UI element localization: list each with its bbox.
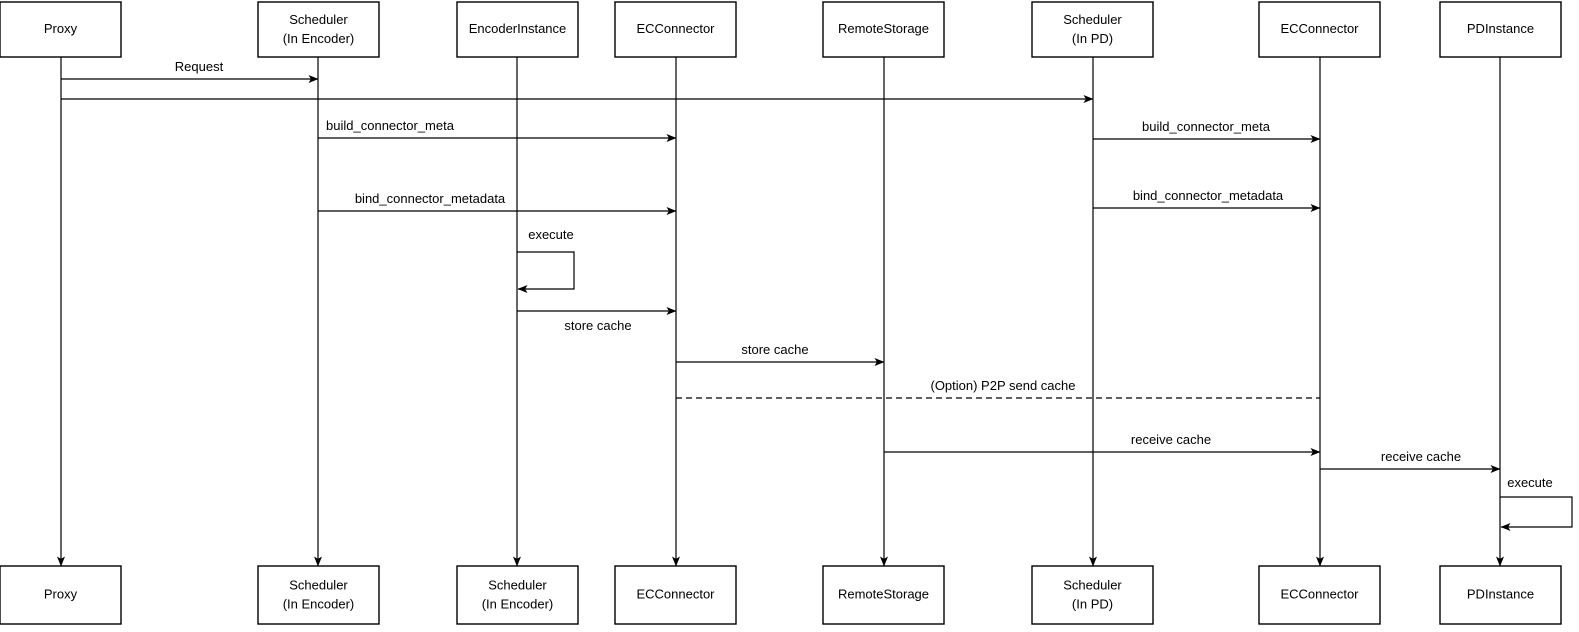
message-m4[interactable]: build_connector_meta [1093, 119, 1321, 143]
participant-box-frame [257, 1, 380, 58]
message-m3[interactable]: build_connector_meta [318, 118, 677, 142]
message-label: receive cache [1381, 449, 1461, 464]
message-label: receive cache [1131, 432, 1211, 447]
participant-box-frame [0, 1, 122, 58]
participant-box-bottom-encoder_inst[interactable]: Scheduler (In Encoder) [456, 565, 579, 625]
participant-box-bottom-sched_pd[interactable]: Scheduler (In PD) [1031, 565, 1154, 625]
participant-label-line1: PDInstance [1467, 586, 1534, 601]
participant-box-frame [822, 565, 945, 625]
message-m6[interactable]: bind_connector_metadata [1093, 188, 1321, 212]
lifelines-layer [57, 57, 1504, 567]
participant-label-line1: EncoderInstance [469, 21, 567, 36]
participant-box-frame [614, 1, 737, 58]
participant-label-line2: (In Encoder) [283, 596, 355, 611]
participant-box-frame [0, 565, 122, 625]
participant-label-line1: Proxy [44, 586, 78, 601]
message-m7[interactable]: store cache [517, 307, 677, 333]
participant-box-frame [1031, 565, 1154, 625]
participant-label-line1: RemoteStorage [838, 21, 929, 36]
participant-box-frame [822, 1, 945, 58]
participant-box-bottom-ec_conn_pd[interactable]: ECConnector [1258, 565, 1381, 625]
self-message-s2[interactable]: execute [1500, 475, 1573, 531]
participant-label-line2: (In Encoder) [482, 596, 554, 611]
message-label: bind_connector_metadata [1133, 188, 1284, 203]
participant-label-line2: (In PD) [1072, 31, 1113, 46]
self-message-label: execute [1507, 475, 1553, 490]
participant-label-line1: ECConnector [636, 21, 715, 36]
participant-box-top-remote_store[interactable]: RemoteStorage [822, 1, 945, 58]
participant-label-line1: PDInstance [1467, 21, 1534, 36]
message-m11[interactable]: receive cache [1320, 449, 1501, 473]
participant-box-top-ec_conn_enc[interactable]: ECConnector [614, 1, 737, 58]
participant-box-frame [614, 565, 737, 625]
participant-box-bottom-ec_conn_enc[interactable]: ECConnector [614, 565, 737, 625]
participant-label-line1: ECConnector [636, 586, 715, 601]
participant-box-top-sched_enc[interactable]: Scheduler (In Encoder) [257, 1, 380, 58]
message-label: (Option) P2P send cache [930, 378, 1075, 393]
participant-box-top-sched_pd[interactable]: Scheduler (In PD) [1031, 1, 1154, 58]
message-m8[interactable]: store cache [676, 342, 885, 366]
participant-box-top-pd_inst[interactable]: PDInstance [1439, 1, 1562, 58]
participant-box-frame [1258, 1, 1381, 58]
participant-box-frame [456, 1, 579, 58]
participant-label-line1: Scheduler [1063, 12, 1122, 27]
participant-box-frame [456, 565, 579, 625]
participant-label-line1: Scheduler [488, 577, 547, 592]
message-m10[interactable]: receive cache [884, 432, 1321, 456]
self-message-s1[interactable]: execute [517, 227, 575, 293]
participant-label-line1: ECConnector [1280, 21, 1359, 36]
self-message-loop [1500, 496, 1573, 531]
participant-box-top-encoder_inst[interactable]: EncoderInstance [456, 1, 579, 58]
message-m9[interactable]: (Option) P2P send cache [676, 378, 1320, 399]
messages-layer: Request build_connector_meta build_connect… [61, 59, 1501, 473]
participant-box-frame [257, 565, 380, 625]
participant-label-line1: Proxy [44, 21, 78, 36]
participant-label-line1: RemoteStorage [838, 586, 929, 601]
message-label: build_connector_meta [1142, 119, 1271, 134]
message-label: store cache [564, 318, 631, 333]
self-message-loop [517, 251, 575, 293]
participant-box-top-ec_conn_pd[interactable]: ECConnector [1258, 1, 1381, 58]
message-label: bind_connector_metadata [355, 191, 506, 206]
participant-box-frame [1258, 565, 1381, 625]
self-messages-layer: execute execute [517, 227, 1573, 531]
message-label: store cache [741, 342, 808, 357]
message-m5[interactable]: bind_connector_metadata [318, 191, 677, 215]
participant-label-line1: Scheduler [289, 577, 348, 592]
message-label: Request [175, 59, 224, 74]
participant-box-bottom-sched_enc[interactable]: Scheduler (In Encoder) [257, 565, 380, 625]
participant-label-line1: Scheduler [1063, 577, 1122, 592]
participant-box-frame [1031, 1, 1154, 58]
message-label: build_connector_meta [326, 118, 455, 133]
participant-boxes-bottom: Proxy Scheduler (In Encoder) Scheduler (In E… [0, 565, 1562, 625]
participant-label-line1: Scheduler [289, 12, 348, 27]
self-message-label: execute [528, 227, 574, 242]
participant-box-top-proxy[interactable]: Proxy [0, 1, 122, 58]
participant-label-line1: ECConnector [1280, 586, 1359, 601]
participant-box-bottom-remote_store[interactable]: RemoteStorage [822, 565, 945, 625]
message-m1[interactable]: Request [61, 59, 319, 83]
participant-box-frame [1439, 565, 1562, 625]
participant-box-bottom-pd_inst[interactable]: PDInstance [1439, 565, 1562, 625]
participant-box-frame [1439, 1, 1562, 58]
participant-box-bottom-proxy[interactable]: Proxy [0, 565, 122, 625]
participant-label-line2: (In PD) [1072, 596, 1113, 611]
participant-boxes-top: Proxy Scheduler (In Encoder) EncoderInstanc… [0, 1, 1562, 58]
participant-label-line2: (In Encoder) [283, 31, 355, 46]
